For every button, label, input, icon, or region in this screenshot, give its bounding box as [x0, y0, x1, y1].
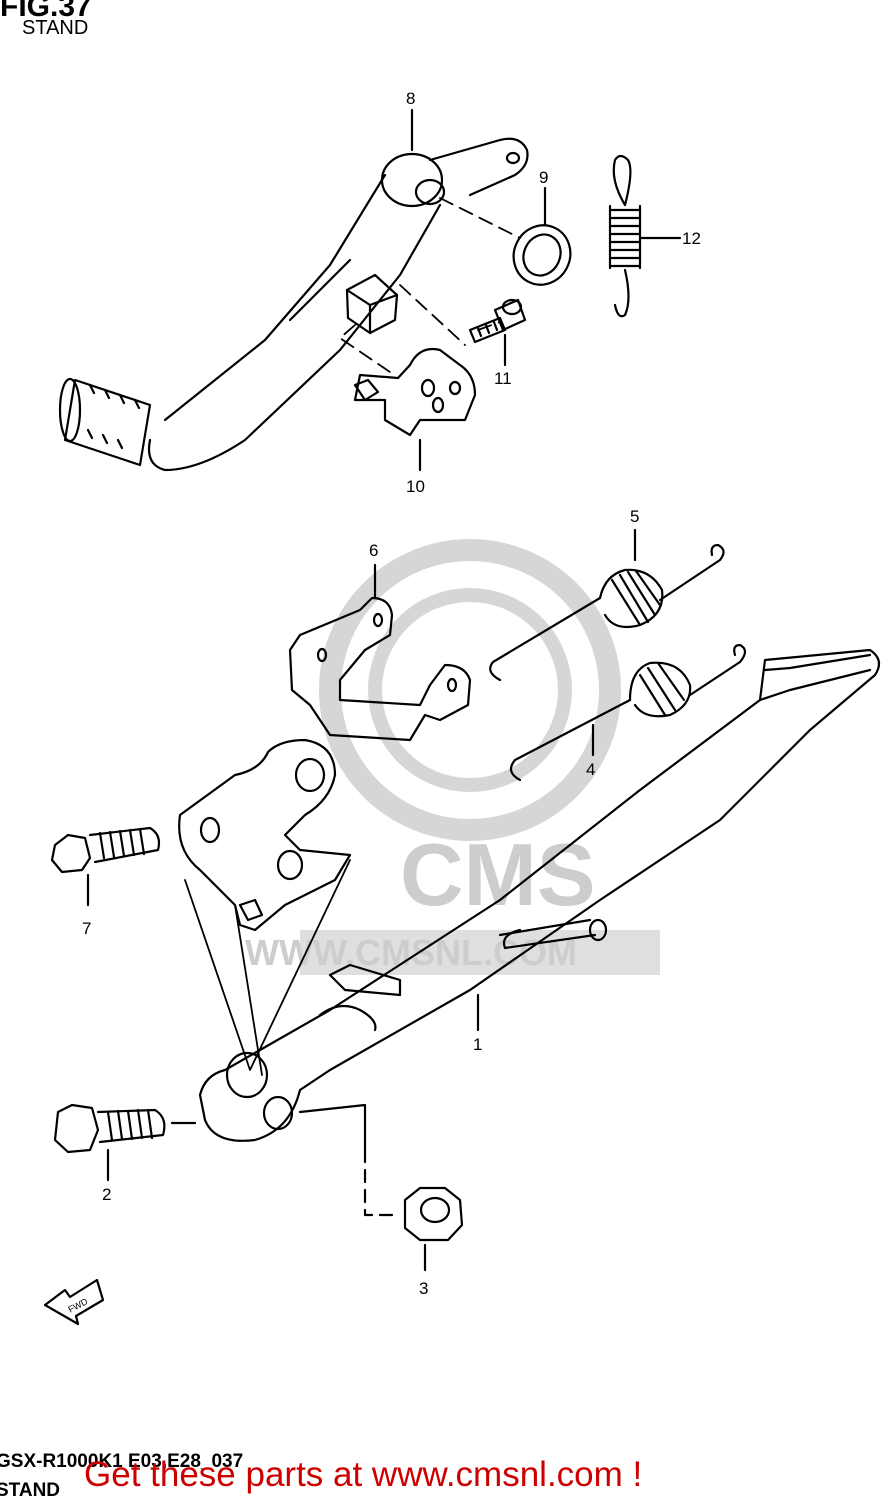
callout-1: 1: [473, 1035, 482, 1054]
part-11-bolt: [468, 298, 527, 367]
callout-5: 5: [630, 507, 639, 526]
figure-title: FIG.37: [0, 0, 92, 23]
callout-2: 2: [102, 1185, 111, 1204]
callout-6: 6: [369, 541, 378, 560]
footer-name: STAND: [0, 1480, 61, 1501]
callout-10: 10: [406, 477, 425, 496]
part-4-spring: [509, 643, 747, 782]
callout-12: 12: [682, 229, 701, 248]
part-12-spring: [608, 154, 682, 318]
watermark-url: WWW.CMSNL.COM: [245, 932, 577, 973]
callout-11: 11: [494, 369, 512, 388]
figure-subtitle: STAND: [22, 17, 89, 39]
part-5-spring: [489, 528, 725, 682]
part-10-bracket: [353, 347, 477, 472]
callout-3: 3: [419, 1279, 428, 1298]
callout-7: 7: [82, 919, 91, 938]
part-8-lever: [58, 137, 529, 472]
part-3-nut: [298, 1103, 464, 1272]
fwd-arrow-icon: [43, 1278, 105, 1326]
callout-8: 8: [406, 89, 415, 108]
callout-4: 4: [586, 760, 595, 779]
callouts: 8 9 12 11 10 5 6 4 7 1 2 3: [82, 89, 701, 1298]
part-1-stand: [198, 648, 881, 1142]
part-7-bolt: [50, 826, 161, 907]
part-2-bolt: [53, 1103, 197, 1182]
part-6-bracket: [288, 563, 472, 742]
part-9-washer: [512, 224, 572, 286]
stand-plate: [178, 738, 352, 932]
footer-model-code: GSX-R1000K1 E03,E28_037: [0, 1451, 244, 1472]
watermark: CMS WWW.CMSNL.COM: [245, 539, 660, 975]
callout-9: 9: [539, 168, 548, 187]
promo-link[interactable]: Get these parts at www.cmsnl.com !: [84, 1455, 643, 1494]
watermark-brand: CMS: [400, 825, 596, 924]
